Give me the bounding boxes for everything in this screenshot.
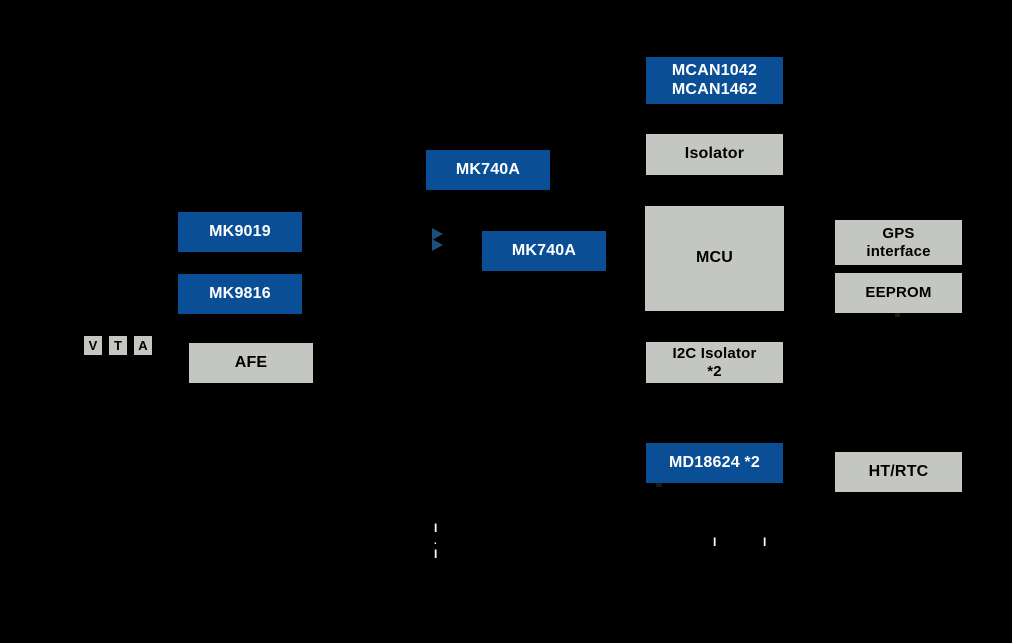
clipped-label-mid-a: I bbox=[713, 536, 719, 549]
block-afe[interactable]: AFE bbox=[189, 343, 313, 383]
block-mk740a-top-label: MK740A bbox=[455, 160, 521, 178]
block-mcan-line2: MCAN1462 bbox=[671, 80, 758, 98]
block-mk740a-mid[interactable]: MK740A bbox=[482, 231, 606, 271]
badge-current: A bbox=[134, 336, 152, 355]
badge-temperature-label: T bbox=[114, 338, 122, 353]
block-gps-line2: interface bbox=[866, 242, 931, 260]
block-md18624-label: MD18624 *2 bbox=[669, 453, 760, 471]
clipped-label-mid-b: I bbox=[763, 536, 769, 549]
clipped-label-left-bottom: I bbox=[434, 548, 440, 562]
md18624-bottom-tick bbox=[656, 483, 662, 487]
block-mk9019[interactable]: MK9019 bbox=[178, 212, 302, 252]
block-mk9816-label: MK9816 bbox=[209, 284, 271, 302]
arrow-right-icon-upper bbox=[432, 228, 443, 240]
clipped-label-left-top-text: I bbox=[434, 522, 438, 535]
clipped-label-left-bottom-text: I bbox=[434, 548, 438, 561]
block-mk9816[interactable]: MK9816 bbox=[178, 274, 302, 314]
block-i2c-isolator-line1: I2C Isolator bbox=[672, 344, 757, 362]
block-mcan[interactable]: MCAN1042 MCAN1462 bbox=[646, 57, 783, 104]
badge-temperature: T bbox=[109, 336, 127, 355]
block-isolator[interactable]: Isolator bbox=[646, 134, 783, 175]
block-mcu[interactable]: MCU bbox=[645, 206, 784, 311]
clipped-label-left-top: I bbox=[434, 522, 440, 535]
clipped-label-mid-b-text: I bbox=[763, 536, 767, 549]
block-mk740a-mid-label: MK740A bbox=[511, 241, 577, 259]
block-gps-interface[interactable]: GPS interface bbox=[835, 220, 962, 265]
badge-voltage: V bbox=[84, 336, 102, 355]
eeprom-bottom-tick bbox=[895, 313, 900, 317]
block-gps-line1: GPS bbox=[882, 224, 915, 242]
block-mcu-label: MCU bbox=[695, 249, 734, 267]
block-isolator-label: Isolator bbox=[684, 145, 745, 163]
clipped-label-left-mid: . bbox=[434, 537, 439, 544]
badge-voltage-label: V bbox=[88, 338, 98, 353]
block-i2c-isolator[interactable]: I2C Isolator *2 bbox=[646, 342, 783, 383]
block-md18624[interactable]: MD18624 *2 bbox=[646, 443, 783, 483]
block-afe-label: AFE bbox=[234, 353, 268, 371]
badge-current-label: A bbox=[138, 338, 148, 353]
block-ht-rtc[interactable]: HT/RTC bbox=[835, 452, 962, 492]
arrow-right-icon-lower bbox=[432, 239, 443, 251]
clipped-label-left-mid-text: . bbox=[434, 537, 437, 544]
clipped-label-mid-a-text: I bbox=[713, 536, 717, 549]
block-i2c-isolator-line2: *2 bbox=[707, 362, 722, 380]
block-ht-rtc-label: HT/RTC bbox=[868, 462, 929, 480]
block-eeprom-label: EEPROM bbox=[865, 284, 932, 302]
block-mk740a-top[interactable]: MK740A bbox=[426, 150, 550, 190]
block-eeprom[interactable]: EEPROM bbox=[835, 273, 962, 313]
block-mk9019-label: MK9019 bbox=[209, 222, 271, 240]
block-mcan-line1: MCAN1042 bbox=[671, 61, 758, 79]
